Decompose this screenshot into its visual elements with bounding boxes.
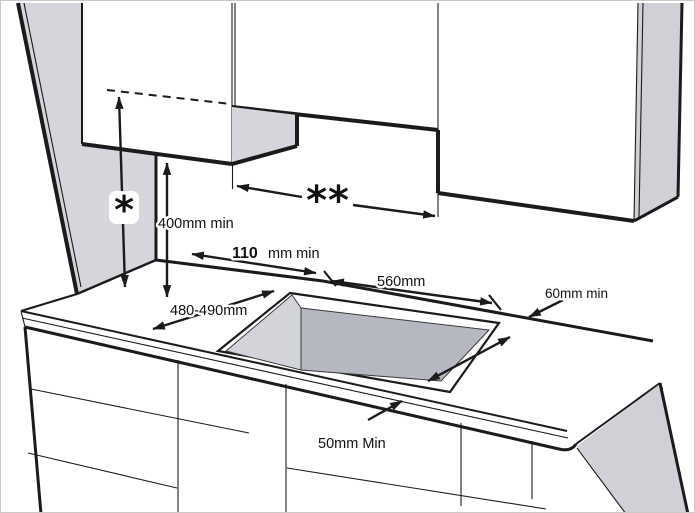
gap-pinch-arrow	[427, 335, 511, 383]
right-tall-unit-outer-edge	[676, 2, 684, 198]
hood-recess-return-bottom-edge	[231, 144, 298, 166]
double-star-label: **	[306, 178, 350, 224]
cutout-depth-arrow	[152, 289, 275, 331]
hood-reference-dashed-line	[106, 89, 232, 105]
side-min-unit: mm min	[268, 246, 320, 262]
counter-left-edge	[20, 293, 78, 312]
cutout-width-label: 560mm	[377, 274, 425, 290]
right-upper-cabinet-bottom-edge	[437, 191, 635, 223]
rear-min-arrow	[528, 298, 564, 319]
drawer-line-1	[30, 388, 250, 434]
right-tall-unit-bottom-edge	[633, 195, 679, 223]
left-wall-front-edge	[16, 2, 79, 295]
cutout-width-arrow	[331, 278, 493, 306]
star-badge	[109, 191, 139, 224]
hob-cutout	[215, 291, 501, 394]
right-tall-unit-side	[634, 3, 682, 221]
side-min-arrow	[191, 251, 317, 276]
left-upper-cabinet-bottom-edge	[81, 142, 233, 166]
height-min-label: 400mm min	[158, 216, 234, 232]
counter-right-edge	[575, 382, 661, 445]
double-star-arrow-right	[352, 203, 436, 219]
cutout-depth-label: 480-490mm	[170, 303, 247, 319]
left-wall-front-edge-inner	[23, 2, 82, 288]
right-tall-unit-front-edge-inner	[638, 2, 644, 218]
star-label: *	[114, 188, 134, 232]
front-min-arrow	[367, 399, 403, 422]
counter-left-endcap	[20, 310, 26, 328]
right-tall-unit-front-edge	[633, 2, 639, 222]
counter-front-edge-top	[20, 310, 568, 432]
hood-cabinet-bottom-edge	[231, 105, 439, 132]
left-upper-cabinet-front	[82, 3, 232, 164]
drawer-line-2	[27, 452, 178, 489]
counter-front-edge-mid	[21, 317, 569, 439]
base-right-outer-edge	[658, 382, 690, 512]
side-min-value: 110	[232, 245, 258, 262]
base-right-seam	[576, 447, 626, 512]
double-star-arrow-left	[236, 183, 303, 199]
front-min-label: 50mm Min	[318, 436, 386, 452]
counter-front-edge-bottom	[24, 325, 578, 452]
kitchen-scene	[16, 2, 690, 512]
base-cabinets	[23, 326, 690, 512]
drawer-line-3	[286, 467, 547, 510]
dimensions: * 400mm min ** 110 mm min 560mm 480-490m…	[106, 89, 611, 455]
base-left-edge	[23, 326, 43, 512]
rear-min-label: 60mm min	[545, 286, 608, 301]
base-right-side-panel	[577, 384, 688, 512]
